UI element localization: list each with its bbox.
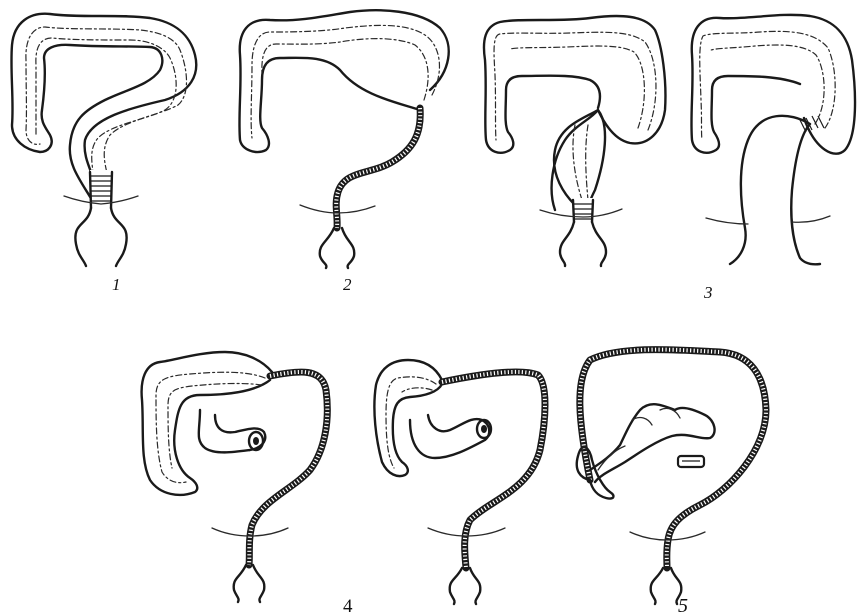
panel-label-3: 3 bbox=[703, 283, 713, 302]
colon-inner-line-icon bbox=[251, 25, 439, 138]
small-intestine-tube-icon bbox=[580, 350, 766, 568]
diagram-5 bbox=[577, 350, 766, 604]
diagram-3b bbox=[691, 15, 855, 264]
colon-inner-line-icon bbox=[168, 383, 262, 468]
colon-outer-contour-icon bbox=[691, 15, 855, 154]
panel-label-5: 5 bbox=[678, 595, 688, 614]
colon-inner-line-icon bbox=[26, 27, 187, 185]
colon-inner-line-icon bbox=[402, 388, 432, 392]
panel-label-4: 4 bbox=[343, 596, 353, 614]
diagram-1: 1 bbox=[11, 14, 196, 294]
anus-outline-icon bbox=[540, 209, 622, 266]
colon-inner-line-icon bbox=[262, 39, 428, 100]
colon-inner-line-icon bbox=[711, 45, 824, 124]
diagram-4a bbox=[142, 352, 328, 602]
ileostomy-loop-icon bbox=[410, 415, 489, 458]
small-intestine-tube-icon bbox=[336, 108, 420, 228]
diagram-3a bbox=[484, 16, 665, 266]
colon-outer-contour-icon bbox=[142, 352, 272, 495]
colon-outer-contour-icon bbox=[484, 16, 665, 210]
ileum-loop-icon bbox=[590, 404, 715, 482]
pouch-icon bbox=[730, 116, 820, 265]
diagram-2: 2 bbox=[239, 10, 448, 294]
colon-inner-line-icon bbox=[510, 46, 644, 128]
diagram-4b bbox=[374, 360, 545, 604]
panel-label-2: 2 bbox=[343, 275, 352, 294]
panel-label-1: 1 bbox=[112, 275, 121, 294]
